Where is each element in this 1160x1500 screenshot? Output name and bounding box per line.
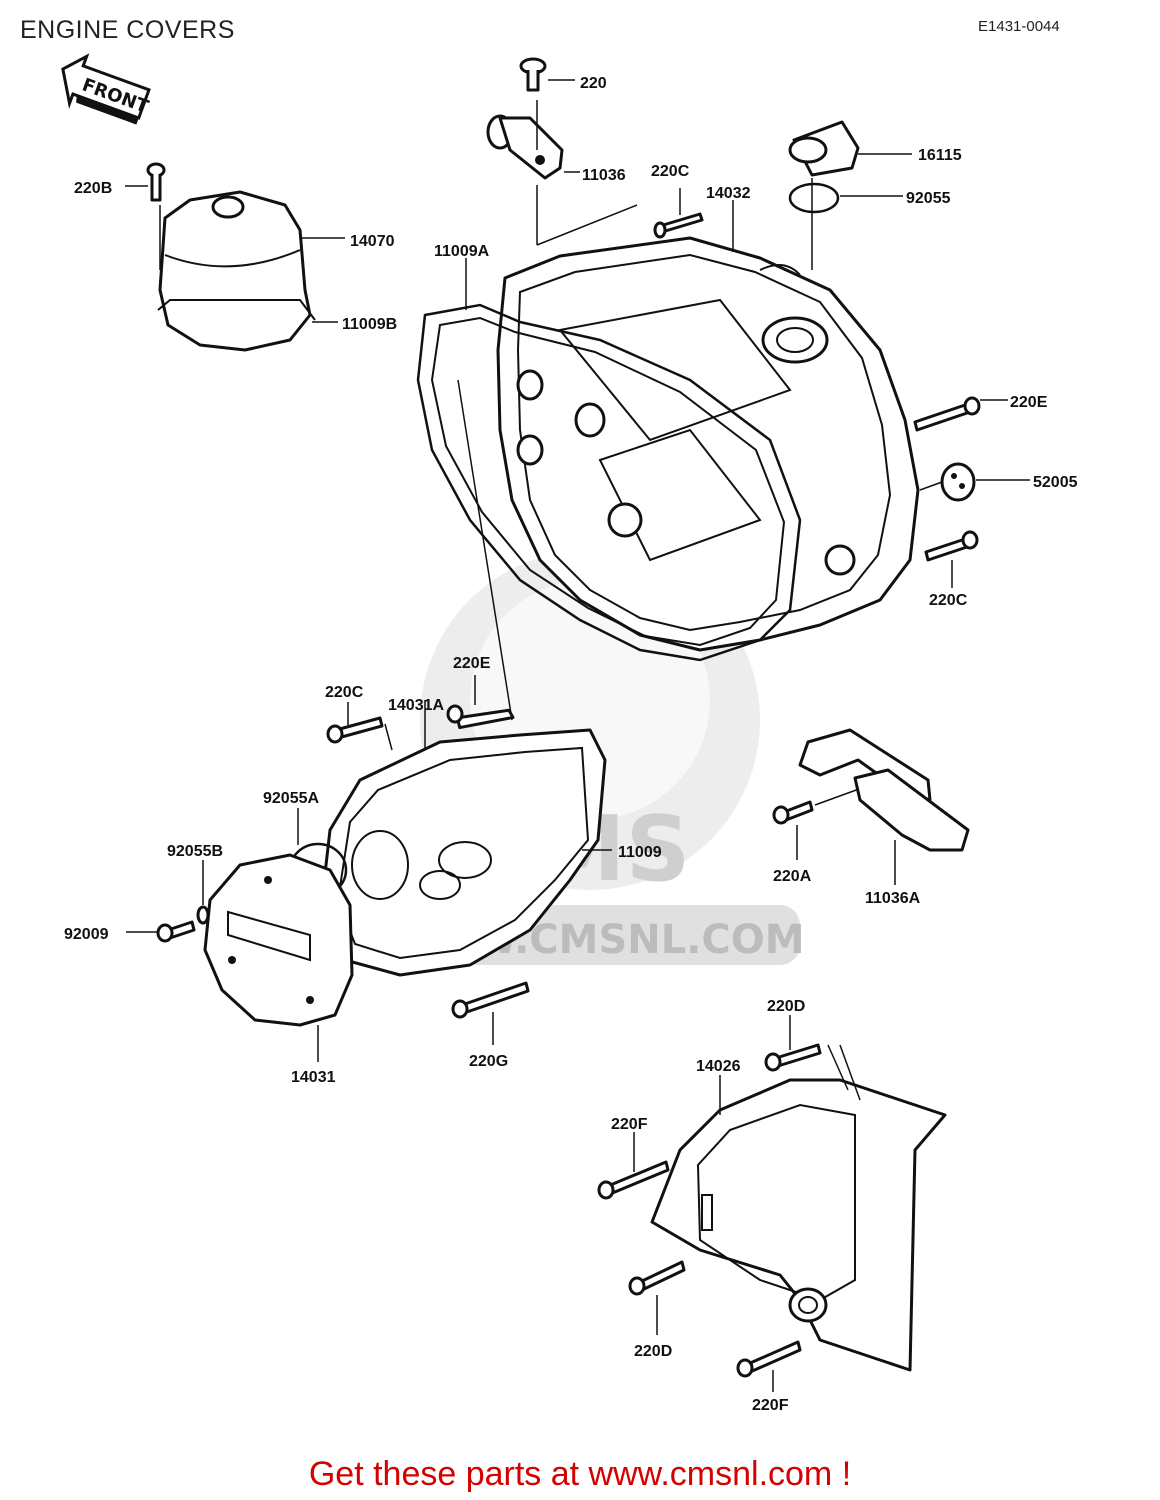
bolt-220g: [451, 981, 530, 1045]
label-14070: 14070: [350, 233, 395, 250]
label-11036: 11036: [582, 167, 626, 184]
label-11036a: 11036A: [865, 890, 921, 907]
label-11009b: 11009B: [342, 316, 397, 333]
bolt-220a: [772, 784, 871, 860]
diagram-title: ENGINE COVERS: [20, 16, 235, 44]
o-ring-92055: [788, 182, 903, 214]
label-220c-top: 220C: [651, 163, 690, 180]
label-11009a: 11009A: [434, 243, 490, 260]
bolt-220c-right: [924, 530, 979, 588]
pickup-cover-14031: [203, 853, 354, 1062]
label-220a: 220A: [773, 868, 812, 885]
bolt-220f-top: [597, 1132, 670, 1200]
part-labels: 220 11036 220C 14032 16115 92055 220B 14…: [64, 75, 1078, 1414]
label-220e-mid: 220E: [453, 655, 491, 672]
label-92055b: 92055B: [167, 843, 223, 860]
plate-11036a: [798, 728, 970, 885]
bolt-220c-top: [653, 188, 704, 239]
generator-cover-14070: [157, 190, 345, 352]
label-14031: 14031: [291, 1069, 336, 1086]
bolt-220d-bottom: [628, 1260, 686, 1335]
label-220c-right: 220C: [929, 592, 968, 609]
label-11009: 11009: [618, 844, 662, 861]
bolt-220f-bottom: [736, 1340, 802, 1392]
bolt-220c-mid: [326, 702, 393, 751]
label-220: 220: [580, 75, 607, 92]
cta-link-text[interactable]: Get these parts at www.cmsnl.com !: [308, 1455, 852, 1493]
pickup-coil-cover-14031a: [320, 700, 607, 977]
label-220g: 220G: [469, 1053, 508, 1070]
label-92055: 92055: [906, 190, 951, 207]
label-220f-bottom: 220F: [752, 1397, 789, 1414]
screw-220: [519, 57, 575, 92]
label-52005: 52005: [1033, 474, 1078, 491]
bolt-220e-mid: [446, 379, 515, 730]
label-92055a: 92055A: [263, 790, 319, 807]
label-14032: 14032: [706, 185, 751, 202]
label-220c-mid: 220C: [325, 684, 364, 701]
label-16115: 16115: [918, 147, 962, 164]
front-arrow-badge: FRONT: [61, 53, 152, 125]
gasket-11009a: [416, 258, 802, 662]
oil-pipe-guide-11036: [486, 100, 638, 246]
label-220d-bottom: 220D: [634, 1343, 672, 1360]
label-220d-top: 220D: [767, 998, 805, 1015]
label-220e-right: 220E: [1010, 394, 1048, 411]
clutch-cover-14032: [496, 200, 920, 652]
label-220f-top: 220F: [611, 1116, 648, 1133]
sprocket-cover-14026: [650, 1044, 947, 1372]
label-92009: 92009: [64, 926, 109, 943]
diagram-code: E1431-0044: [978, 18, 1060, 35]
screw-220b: [125, 162, 166, 270]
washer-92055b: [196, 860, 210, 925]
label-14026: 14026: [696, 1058, 741, 1075]
oil-filler-cap-16115: [788, 120, 912, 270]
bolt-220e-right: [913, 396, 1008, 432]
oil-level-gauge-52005: [919, 462, 1030, 502]
label-220b: 220B: [74, 180, 112, 197]
label-14031a: 14031A: [388, 697, 444, 714]
bolt-220d-top: [764, 1015, 822, 1072]
screw-92009: [126, 920, 196, 943]
